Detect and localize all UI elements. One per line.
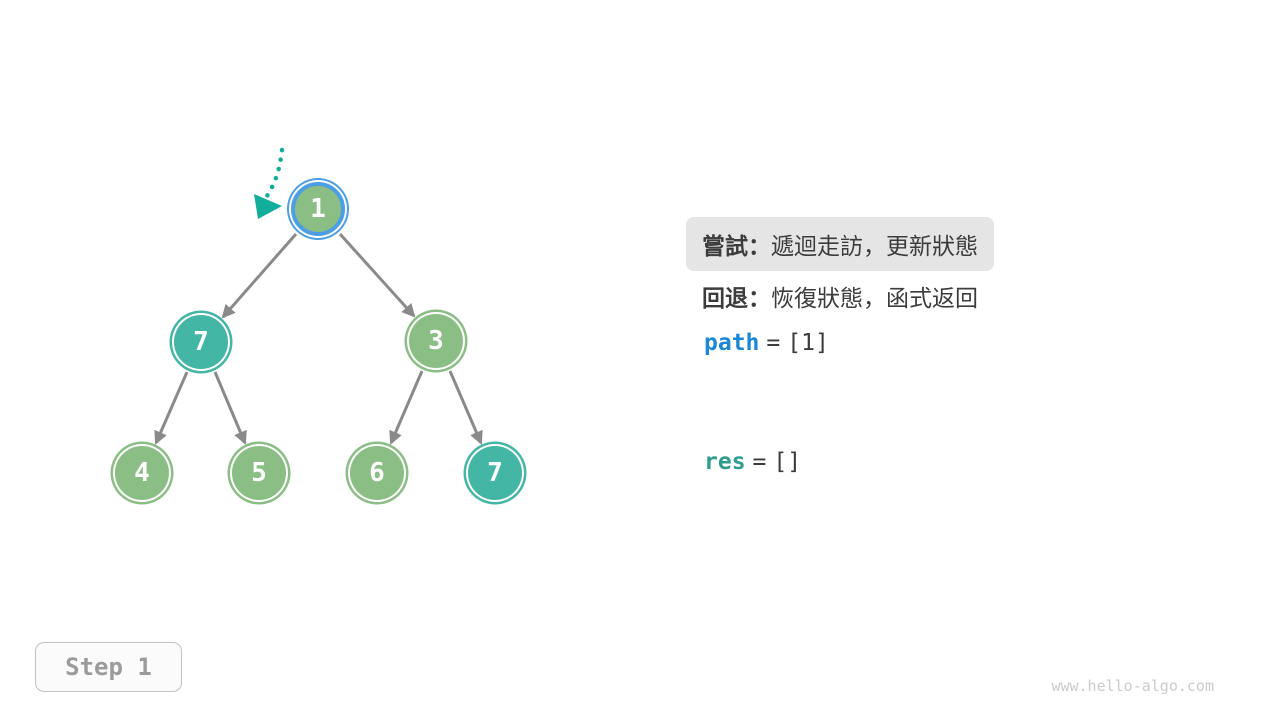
step-badge: Step 1	[35, 642, 182, 692]
res-state-line: res=[]	[704, 449, 801, 475]
backtrack-label: 回退：	[702, 285, 771, 311]
tree-node-4: 4	[115, 446, 169, 500]
tree-node-1: 1	[291, 182, 345, 236]
path-value: [1]	[787, 330, 829, 356]
res-variable: res	[704, 449, 746, 475]
backtrack-text: 恢復狀態，函式返回	[771, 285, 978, 311]
try-label: 嘗試：	[702, 233, 771, 259]
res-value: []	[773, 449, 802, 475]
try-highlight-box: 嘗試：遞迴走訪，更新狀態	[686, 217, 994, 271]
watermark: www.hello-algo.com	[1051, 677, 1214, 695]
path-state-line: path=[1]	[704, 330, 829, 356]
pointer-arrow-icon	[254, 147, 285, 219]
res-equals: =	[752, 449, 767, 475]
path-equals: =	[766, 330, 781, 356]
tree-node-7-right: 7	[468, 446, 522, 500]
tree-node-3: 3	[409, 314, 463, 368]
tree-node-5: 5	[232, 446, 286, 500]
tree-node-7-left: 7	[174, 315, 228, 369]
path-variable: path	[704, 330, 760, 356]
tree-node-6: 6	[350, 446, 404, 500]
try-text: 遞迴走訪，更新狀態	[771, 233, 978, 259]
backtrack-line: 回退：恢復狀態，函式返回	[702, 279, 978, 313]
